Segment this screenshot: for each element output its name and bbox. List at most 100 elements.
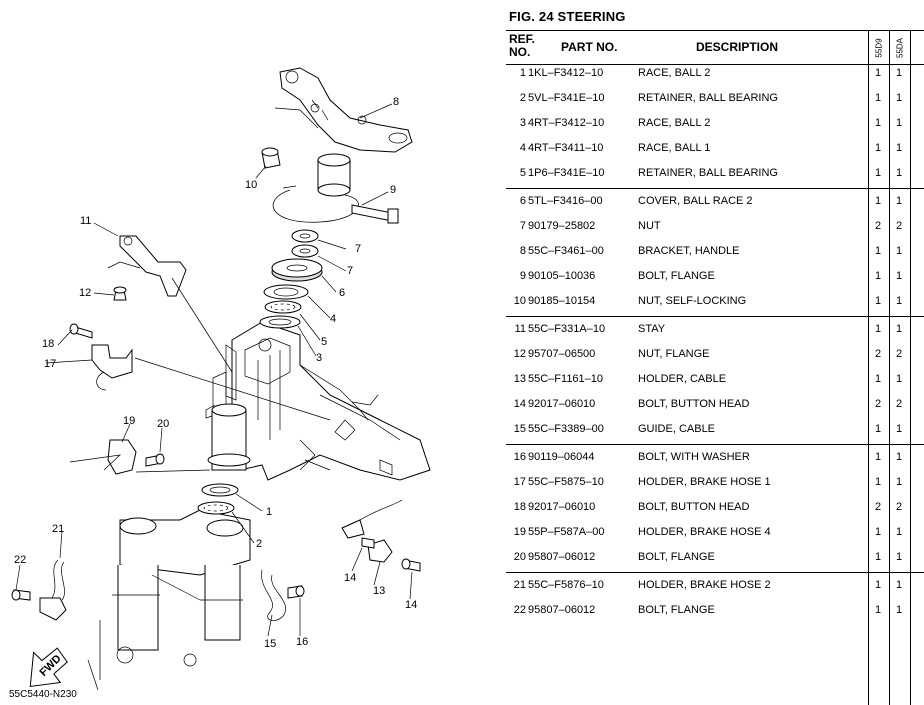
handle-bracket-illustration (274, 67, 413, 197)
brake-hose-holder-1-illustration (69, 323, 133, 391)
description-cell: BOLT, BUTTON HEAD (638, 398, 750, 410)
bearing-races-illustration (197, 284, 309, 515)
ref-cell: 7 (519, 220, 526, 232)
callout-14a: 14 (344, 572, 356, 584)
qty-55da-cell: 1 (895, 604, 903, 616)
callout-19: 19 (123, 415, 135, 427)
description-cell: BOLT, FLANGE (638, 270, 715, 282)
qty-55d9-cell: 1 (874, 270, 882, 282)
callout-7a: 7 (355, 243, 361, 255)
part-no-cell: 90105–10036 (528, 270, 596, 282)
callout-1: 1 (266, 506, 272, 518)
ref-cell: 20 (513, 551, 526, 563)
ref-cell: 1 (519, 67, 526, 79)
qty-55da-cell: 1 (895, 270, 903, 282)
callout-22: 22 (14, 554, 26, 566)
qty-55d9-cell: 2 (874, 398, 882, 410)
description-cell: BOLT, WITH WASHER (638, 451, 750, 463)
frame-head-illustration (205, 321, 431, 481)
qty-55da-cell: 2 (895, 501, 903, 513)
qty-55da-cell: 1 (895, 195, 903, 207)
description-cell: BOLT, FLANGE (638, 551, 715, 563)
cable-guide-illustration (261, 569, 305, 621)
ref-cell: 18 (513, 501, 526, 513)
header-ref-line1: REF. (509, 32, 536, 46)
callout-12: 12 (79, 287, 91, 299)
callout-21: 21 (52, 523, 64, 535)
qty-55da-cell: 1 (895, 579, 903, 591)
description-cell: HOLDER, BRAKE HOSE 2 (638, 579, 771, 591)
callout-13: 13 (373, 585, 385, 597)
table-top-rule (506, 30, 924, 31)
figure-title: FIG. 24 STEERING (509, 9, 626, 24)
ref-cell: 13 (513, 373, 526, 385)
header-model-1: 55D9 (870, 33, 888, 63)
qty-55d9-cell: 1 (874, 295, 882, 307)
part-no-cell: 55C–F5875–10 (528, 476, 604, 488)
part-no-cell: 1KL–F3412–10 (528, 67, 604, 79)
qty-55d9-cell: 2 (874, 220, 882, 232)
self-locking-nut-illustration (261, 147, 281, 169)
parts-table: REF. NO. PART NO. DESCRIPTION 55D9 55DA … (506, 30, 924, 705)
qty-55d9-cell: 1 (874, 526, 882, 538)
header-description: DESCRIPTION (696, 40, 779, 54)
qty-55d9-cell: 1 (874, 167, 882, 179)
qty-55da-cell: 1 (895, 451, 903, 463)
qty-55da-cell: 1 (895, 551, 903, 563)
qty-55d9-cell: 1 (874, 92, 882, 104)
diagram-code: 55C5440-N230 (9, 689, 77, 700)
qty-55d9-cell: 1 (874, 373, 882, 385)
qty-55d9-cell: 2 (874, 348, 882, 360)
group-separator (506, 316, 924, 317)
stay-illustration (107, 235, 187, 301)
callout-15: 15 (264, 638, 276, 650)
part-no-cell: 55C–F3461–00 (528, 245, 604, 257)
part-no-cell: 90185–10154 (528, 295, 596, 307)
callout-16: 16 (296, 636, 308, 648)
description-cell: STAY (638, 323, 666, 335)
column-divider (910, 30, 911, 705)
qty-55d9-cell: 1 (874, 423, 882, 435)
description-cell: NUT, SELF-LOCKING (638, 295, 747, 307)
group-separator (506, 188, 924, 189)
qty-55d9-cell: 1 (874, 323, 882, 335)
model-2-label: 55DA (895, 37, 905, 59)
qty-55da-cell: 1 (895, 526, 903, 538)
callout-14b: 14 (405, 599, 417, 611)
qty-55da-cell: 2 (895, 220, 903, 232)
callout-5: 5 (321, 336, 327, 348)
qty-55d9-cell: 1 (874, 245, 882, 257)
callout-8: 8 (393, 96, 399, 108)
description-cell: BRACKET, HANDLE (638, 245, 740, 257)
qty-55da-cell: 1 (895, 142, 903, 154)
ref-cell: 11 (514, 323, 526, 335)
brake-hose-holder-4-illustration (69, 439, 165, 475)
leader-lines (15, 103, 413, 637)
part-no-cell: 5VL–F341E–10 (528, 92, 605, 104)
description-cell: RACE, BALL 1 (638, 142, 711, 154)
callout-4: 4 (330, 313, 336, 325)
cable-holder-illustration (341, 499, 421, 572)
cover-ball-race-illustration (271, 258, 323, 282)
group-separator (506, 444, 924, 445)
callout-11: 11 (80, 215, 91, 227)
ref-cell: 9 (519, 270, 526, 282)
part-no-cell: 95707–06500 (528, 348, 596, 360)
lower-bracket-illustration (87, 509, 251, 691)
column-divider (889, 30, 890, 705)
steering-stem-illustration (207, 403, 251, 471)
ref-cell: 2 (519, 92, 526, 104)
description-cell: BOLT, FLANGE (638, 604, 715, 616)
